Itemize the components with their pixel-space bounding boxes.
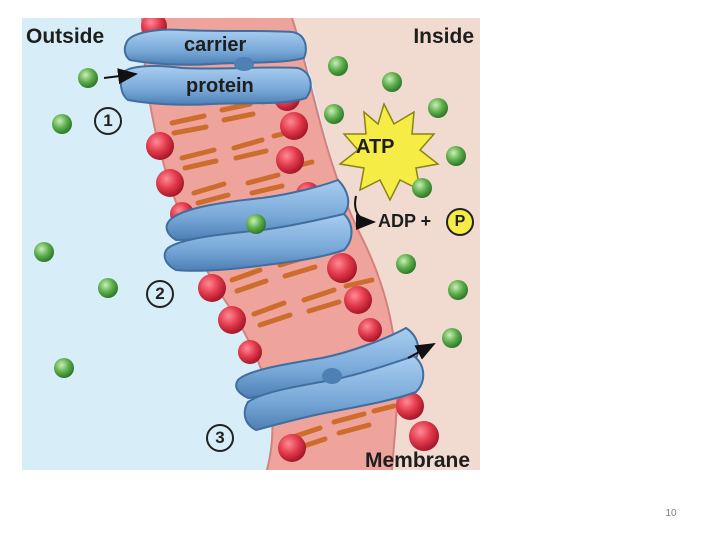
- membrane-transport-diagram: Outside Inside carrier protein Membrane …: [22, 18, 480, 470]
- solute-molecule: [328, 56, 348, 76]
- phospholipid-head: [278, 434, 306, 462]
- carrier-label: carrier: [184, 34, 247, 56]
- phospholipid-head: [218, 306, 246, 334]
- solute-molecule: [54, 358, 74, 378]
- phospholipid-head: [156, 169, 184, 197]
- step-2-marker: 2: [146, 280, 174, 308]
- solute-molecule: [324, 104, 344, 124]
- solute-molecule: [98, 278, 118, 298]
- phospholipid-head: [280, 112, 308, 140]
- solute-molecule: [246, 214, 266, 234]
- phospholipid-head: [146, 132, 174, 160]
- page-number: 10: [665, 508, 677, 519]
- solute-molecule: [382, 72, 402, 92]
- atp-burst: [338, 101, 440, 202]
- phospholipid-head: [409, 421, 439, 451]
- phospholipid-head: [358, 318, 382, 342]
- carrier-protein-1: [119, 28, 312, 106]
- inside-label: Inside: [413, 25, 474, 48]
- diagram-canvas: [22, 18, 480, 470]
- solute-molecules: [34, 56, 468, 378]
- phospholipid-head: [276, 146, 304, 174]
- solute-molecule: [446, 146, 466, 166]
- solute-molecule: [78, 68, 98, 88]
- phospholipid-head: [238, 340, 262, 364]
- uptake-arrow: [103, 68, 138, 85]
- solute-molecule: [396, 254, 416, 274]
- solute-molecule: [428, 98, 448, 118]
- solute-molecule: [52, 114, 72, 134]
- step-1-marker: 1: [94, 107, 122, 135]
- adp-label: ADP +: [378, 211, 432, 231]
- protein-label: protein: [186, 75, 254, 97]
- phospholipid-head: [198, 274, 226, 302]
- solute-molecule: [442, 328, 462, 348]
- carrier-protein-3: [235, 326, 425, 432]
- phosphate-label: P: [446, 208, 474, 236]
- atp-to-adp-arrow: [354, 195, 376, 230]
- solute-molecule: [34, 242, 54, 262]
- release-arrow: [407, 343, 436, 360]
- phospholipid-head: [327, 253, 357, 283]
- solute-molecule: [448, 280, 468, 300]
- solute-molecule: [412, 178, 432, 198]
- phospholipid-head: [396, 392, 424, 420]
- atp-label: ATP: [356, 136, 395, 158]
- lipid-tails: [169, 95, 397, 452]
- outside-label: Outside: [26, 25, 105, 48]
- phospholipid-head: [344, 286, 372, 314]
- carrier-protein-2: [163, 178, 353, 272]
- step-3-marker: 3: [206, 424, 234, 452]
- membrane-label: Membrane: [364, 449, 470, 470]
